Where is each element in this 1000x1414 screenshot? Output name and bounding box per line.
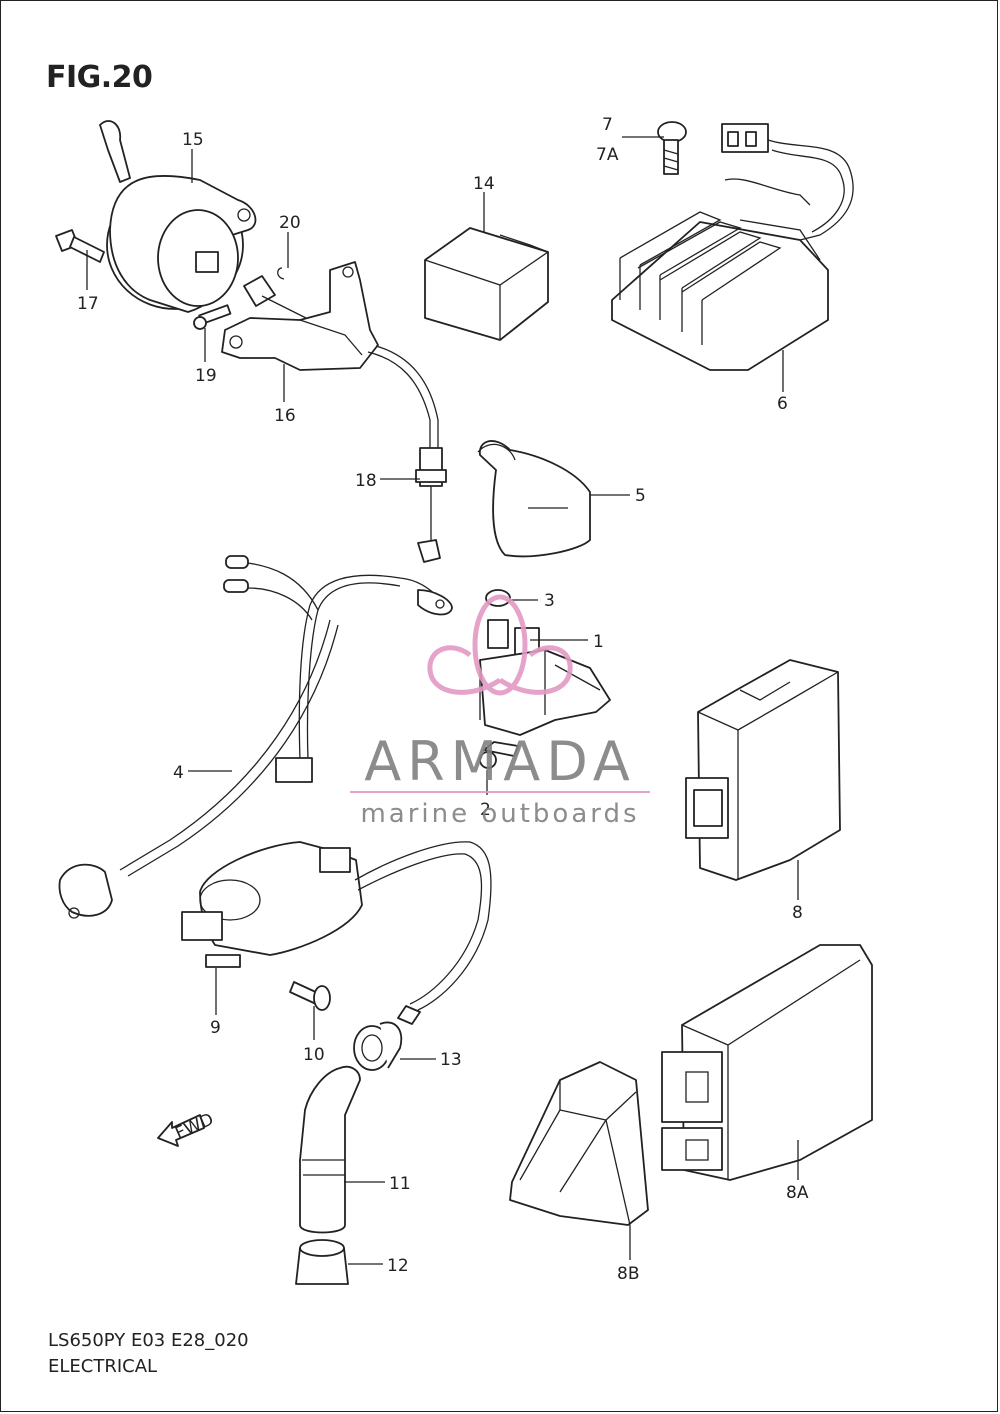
callout-15: 15 — [182, 130, 204, 150]
armada-watermark: ARMADA marine outboards — [350, 594, 650, 829]
callout-12: 12 — [387, 1256, 409, 1276]
fwd-arrow: FWD — [157, 1109, 217, 1147]
callout-13: 13 — [440, 1050, 462, 1070]
callout-4: 4 — [173, 763, 184, 783]
part-11-plug-cap — [299, 1065, 361, 1234]
callout-10: 10 — [303, 1045, 325, 1065]
callout-9: 9 — [210, 1018, 221, 1038]
fwd-arrow-label: FWD — [172, 1109, 216, 1143]
part-13-ring — [353, 1021, 403, 1071]
watermark-brand: ARMADA — [364, 730, 636, 793]
part-10-screw — [289, 981, 331, 1011]
part-9-ignition-coil — [181, 841, 492, 1025]
callout-2: 2 — [480, 800, 491, 820]
callout-8B: 8B — [617, 1264, 639, 1284]
footer-model-code: LS650PY E03 E28_020 — [48, 1330, 249, 1351]
callout-1: 1 — [593, 632, 604, 652]
armada-logo-icon — [427, 594, 573, 696]
part-18-cable — [367, 345, 447, 563]
part-2-bolt — [479, 741, 519, 769]
watermark-tagline: marine outboards — [360, 799, 639, 829]
callout-7: 7 — [602, 115, 613, 135]
part-14-relay — [424, 227, 549, 341]
part-16-bracket — [221, 261, 379, 371]
callout-19: 19 — [195, 366, 217, 386]
callout-11: 11 — [389, 1174, 411, 1194]
part-6-regulator — [611, 123, 854, 371]
part-1-starter-relay — [479, 589, 611, 736]
part-12-cap — [295, 1239, 349, 1285]
footer-section-name: ELECTRICAL — [48, 1356, 158, 1377]
callout-8A: 8A — [786, 1183, 809, 1203]
part-20-clip — [243, 267, 311, 321]
part-8A-module — [661, 944, 873, 1181]
part-8B-holder — [509, 1061, 649, 1226]
callout-3: 3 — [544, 591, 555, 611]
part-7-screw — [657, 121, 687, 175]
callout-7A: 7A — [596, 145, 619, 165]
part-8-cdi — [685, 659, 841, 881]
leader-lines — [86, 136, 799, 1265]
part-15-horn — [99, 120, 257, 313]
callout-14: 14 — [473, 174, 495, 194]
part-4-harness — [58, 555, 453, 919]
callout-5: 5 — [635, 486, 646, 506]
callout-6: 6 — [777, 394, 788, 414]
part-19-pin — [193, 304, 232, 330]
callout-16: 16 — [274, 406, 296, 426]
part-5-boot — [477, 440, 591, 558]
callout-18: 18 — [355, 471, 377, 491]
part-17-bolt — [55, 229, 105, 263]
callout-labels: 15 17 20 19 16 14 7 7A 6 18 5 3 1 4 2 8 … — [77, 115, 809, 1284]
callout-20: 20 — [279, 213, 301, 233]
callout-17: 17 — [77, 294, 99, 314]
callout-8: 8 — [792, 903, 803, 923]
figure-title: FIG.20 — [46, 60, 153, 95]
